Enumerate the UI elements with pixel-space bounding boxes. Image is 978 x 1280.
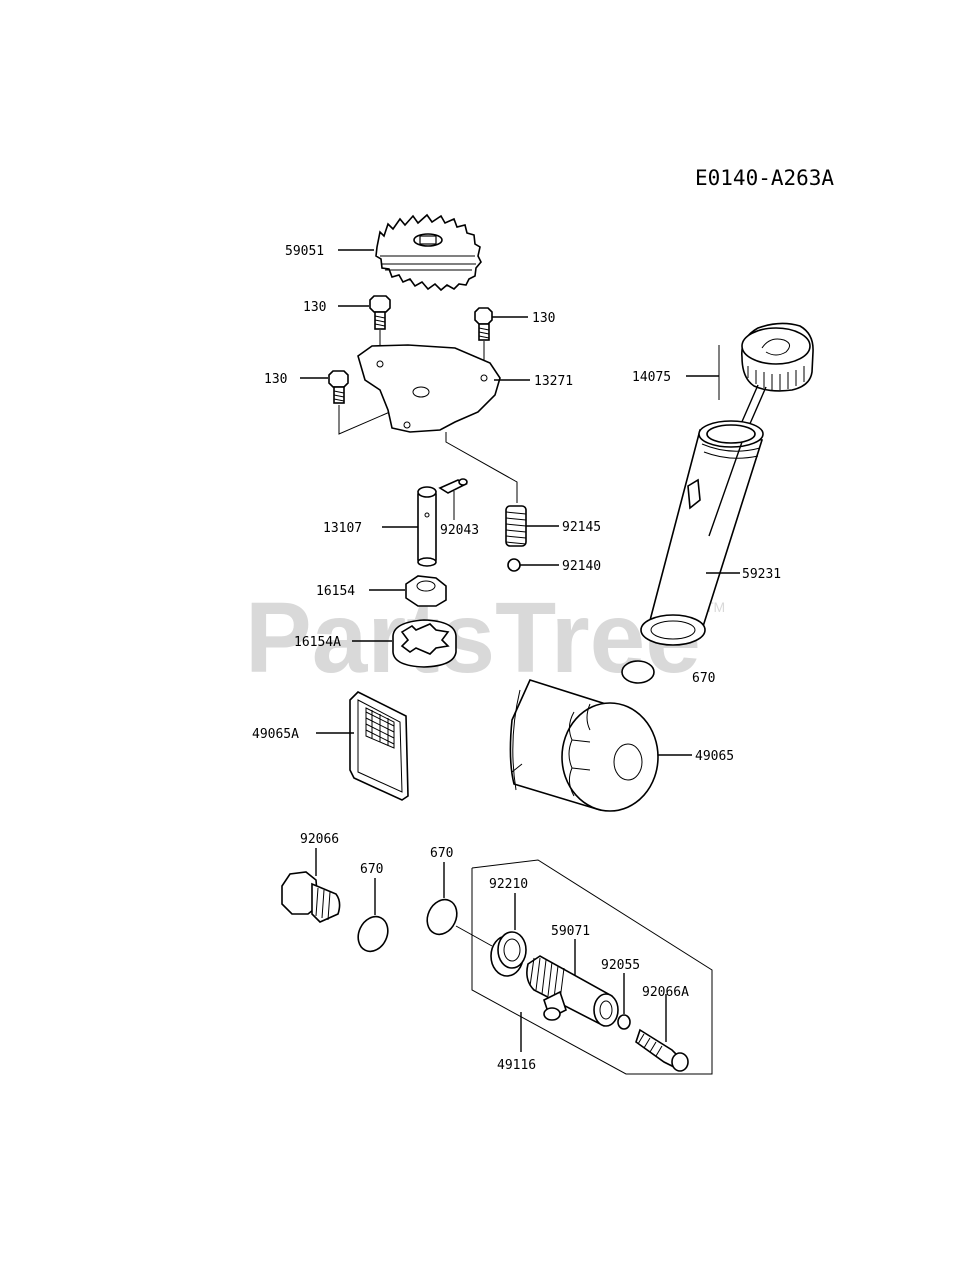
screw-plug-92066A[interactable] (635, 1028, 689, 1072)
bolt-130-right[interactable] (474, 307, 493, 341)
label-13107: 13107 (323, 521, 362, 536)
o-ring-670-middle[interactable] (353, 912, 394, 956)
label-49065: 49065 (695, 749, 734, 764)
diagram-code: E0140-A263A (695, 166, 834, 190)
label-92066: 92066 (300, 832, 339, 847)
label-92066A: 92066A (642, 985, 689, 1000)
assembly-box-49116 (471, 859, 713, 1075)
cover-plate-13271[interactable] (357, 344, 501, 433)
label-92145: 92145 (562, 520, 601, 535)
nut-92210[interactable] (490, 931, 527, 977)
label-130-top: 130 (303, 300, 326, 315)
o-ring-670-right[interactable] (621, 660, 655, 684)
label-49065A: 49065A (252, 727, 299, 742)
label-92210: 92210 (489, 877, 528, 892)
label-670-fitting: 670 (430, 846, 453, 861)
outer-rotor-16154A[interactable] (392, 619, 457, 668)
label-59071: 59071 (551, 924, 590, 939)
label-16154: 16154 (316, 584, 355, 599)
label-130-right: 130 (532, 311, 555, 326)
label-13271: 13271 (534, 374, 573, 389)
label-92055: 92055 (601, 958, 640, 973)
strainer-49065A[interactable] (349, 691, 409, 801)
fitting-59071[interactable] (526, 955, 619, 1027)
label-92140: 92140 (562, 559, 601, 574)
oil-filter-49065[interactable] (509, 679, 659, 812)
label-59231: 59231 (742, 567, 781, 582)
shaft-13107[interactable] (417, 486, 437, 567)
label-16154A: 16154A (294, 635, 341, 650)
inner-rotor-16154[interactable] (405, 575, 447, 607)
pin-92043[interactable] (438, 478, 468, 494)
bolt-130-top-left[interactable] (369, 295, 391, 330)
label-92043: 92043 (440, 523, 479, 538)
filler-tube-59231[interactable] (640, 420, 764, 646)
o-ring-670-fitting[interactable] (422, 895, 463, 939)
label-670-right: 670 (692, 671, 715, 686)
label-59051: 59051 (285, 244, 324, 259)
bolt-130-left[interactable] (328, 370, 349, 404)
label-670-middle: 670 (360, 862, 383, 877)
drain-plug-92066[interactable] (281, 871, 341, 923)
dipstick-cap-14075[interactable] (733, 322, 814, 443)
label-14075: 14075 (632, 370, 671, 385)
o-ring-92055[interactable] (617, 1014, 631, 1030)
spring-92145[interactable] (505, 505, 527, 547)
gear-59051[interactable] (375, 213, 482, 292)
label-130-left: 130 (264, 372, 287, 387)
label-49116: 49116 (497, 1058, 536, 1073)
ball-92140[interactable] (507, 558, 521, 572)
